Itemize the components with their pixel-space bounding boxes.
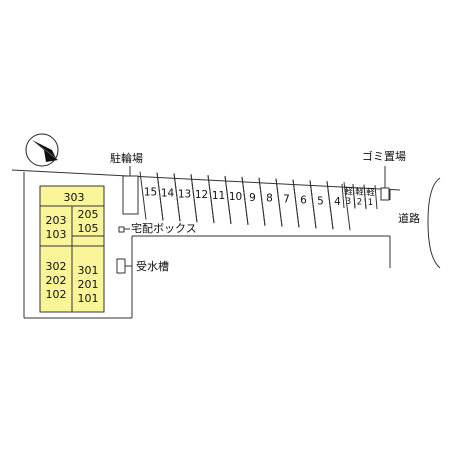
parking-slot-number: 15 — [144, 187, 157, 199]
parking-slot-number: 6 — [300, 194, 307, 206]
unit-label: 102 — [46, 288, 67, 301]
parking-slot-number: 7 — [283, 194, 290, 206]
parking-slot-number: 10 — [229, 191, 242, 203]
kei-slot-number: 2 — [357, 198, 362, 208]
unit-label: 105 — [78, 222, 99, 235]
parking-slot-number: 14 — [161, 187, 175, 199]
garbage-area — [380, 166, 390, 201]
parking-slot-line — [326, 181, 351, 231]
building — [39, 185, 105, 313]
kei-slot-number: 1 — [368, 198, 373, 208]
road-label: 道路 — [398, 211, 420, 225]
water-tank-label: 受水槽 — [136, 260, 169, 273]
kei-slot-kind: 軽 — [344, 187, 353, 197]
parking-slot-number: 12 — [195, 189, 208, 201]
unit-label: 302 — [46, 260, 67, 273]
north-arrow-icon — [25, 133, 59, 167]
kei-slot-number: 3 — [346, 197, 351, 207]
parking-slot-number: 11 — [212, 190, 225, 202]
water-tank — [116, 258, 132, 274]
parking-slot-number: 4 — [334, 196, 341, 208]
kei-slot-kind: 軽 — [366, 188, 375, 198]
kei-slot-kind: 軽 — [355, 188, 364, 198]
parking-slot-number: 9 — [249, 192, 256, 204]
site-boundary — [11, 169, 401, 319]
parking-slot-number: 5 — [317, 195, 324, 207]
parking-slot-number: 8 — [266, 193, 273, 205]
unit-label: 101 — [78, 292, 99, 305]
unit-label: 301 — [78, 264, 99, 277]
bicycle-parking-label: 駐輪場 — [110, 151, 143, 165]
garbage-label: ゴミ置場 — [362, 149, 406, 163]
unit-label: 203 — [46, 214, 67, 227]
delivery-box-label: 宅配ボックス — [131, 221, 197, 235]
kei-slot-line — [363, 185, 378, 210]
unit-label: 205 — [78, 208, 99, 221]
road-edge — [427, 177, 441, 269]
unit-label: 202 — [46, 274, 67, 287]
parking-slot-number: 13 — [178, 188, 191, 200]
unit-label: 201 — [78, 278, 99, 291]
unit-label: 103 — [46, 228, 67, 241]
unit-label-303: 303 — [64, 191, 85, 204]
delivery-box — [118, 226, 130, 233]
bicycle-parking — [122, 166, 139, 215]
